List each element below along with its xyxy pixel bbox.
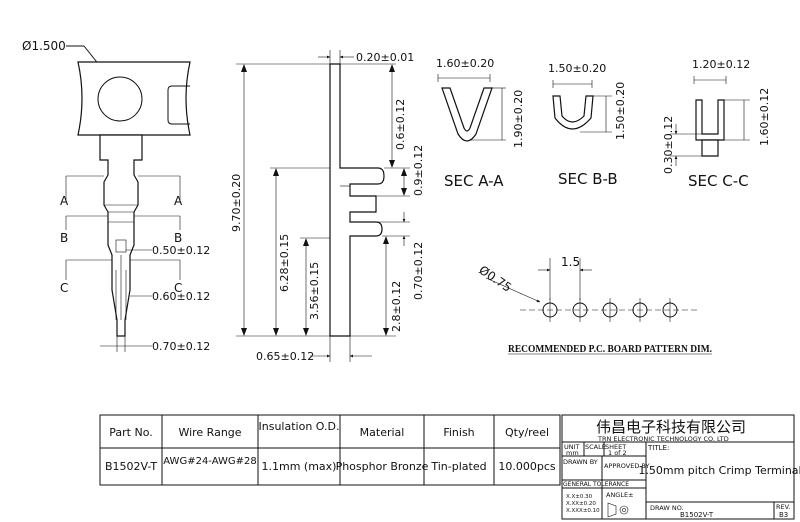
sec-c-extra: 0.30±0.12 — [662, 116, 675, 174]
draw-no-value: B1502V-T — [680, 511, 714, 519]
sec-a-height: 1.90±0.20 — [512, 90, 525, 148]
draw-no-label: DRAW NO. — [650, 504, 684, 512]
front-width-3: 0.70±0.12 — [152, 340, 210, 353]
top-dim-2: 0.9±0.12 — [412, 145, 425, 196]
cell-wire-range: AWG#24-AWG#28 — [163, 456, 256, 467]
header-material: Material — [360, 426, 405, 439]
sec-a-width: 1.60±0.20 — [436, 57, 494, 70]
unit-value: mm — [566, 449, 579, 457]
front-view: Ø1.500 A A B B C C — [22, 39, 210, 353]
tol-2: X.XX±0.20 — [566, 501, 596, 507]
title-value: 1.50mm pitch Crimp Terminal — [638, 464, 800, 477]
section-c-c: 1.20±0.12 1.60±0.12 0.30±0.12 SEC C-C — [662, 58, 771, 190]
pcb-hole-dia: Ø0.75 — [476, 263, 514, 295]
rev-label: REV. — [776, 503, 790, 511]
pcb-pattern: 1.5 Ø0.75 RECOMMENDED P.C. BOARD PATTERN… — [476, 255, 712, 355]
top-dim: 0.6±0.12 — [394, 99, 407, 150]
cell-part-no: B1502V-T — [105, 460, 157, 473]
pcb-pitch: 1.5 — [561, 255, 580, 269]
sheet-value: 1 of 2 — [608, 449, 627, 457]
side-view: 0.20±0.01 9.70±0.20 6.28±0.15 3.56±0.15 … — [230, 50, 425, 363]
front-width-2: 0.60±0.12 — [152, 290, 210, 303]
cell-material: Phosphor Bronze — [336, 460, 429, 473]
header-qty-reel: Qty/reel — [505, 426, 549, 439]
angle-tolerance-label: ANGLE± — [606, 491, 634, 499]
rev-value: B3 — [779, 511, 788, 519]
tol-1: X.X±0.30 — [566, 494, 593, 500]
sec-c-width: 1.20±0.12 — [692, 58, 750, 71]
sheet-label: SHEET — [605, 443, 626, 451]
scale-label: SCALE — [585, 443, 606, 451]
cell-qty-reel: 10.000pcs — [498, 460, 556, 473]
section-mark-a-left: A — [60, 194, 69, 208]
section-mark-b-left: B — [60, 231, 68, 245]
company-en: TRN ELECTRONIC TECHNOLOGY CO. LTD — [597, 435, 729, 443]
title-label: TITLE: — [647, 444, 669, 452]
drawn-by-label: DRAWN BY — [563, 458, 598, 466]
bottom-length-dim: 2.8±0.12 — [390, 281, 403, 332]
header-finish: Finish — [443, 426, 474, 439]
mid-length-dim: 6.28±0.15 — [278, 234, 291, 292]
hole-diameter-label: Ø1.500 — [22, 39, 66, 53]
sec-b-height: 1.50±0.20 — [614, 82, 627, 140]
tab-dim: 0.70±0.12 — [412, 242, 425, 300]
lower-length-dim: 3.56±0.15 — [308, 262, 321, 320]
approved-by-label: APPROVED BY — [604, 462, 650, 470]
sec-a-label: SEC A-A — [444, 172, 504, 190]
sec-c-label: SEC C-C — [688, 172, 749, 190]
spec-table: Part No. Wire Range Insulation O.D. Mate… — [99, 414, 561, 486]
cell-insulation: 1.1mm (max) — [262, 460, 337, 473]
total-length-dim: 9.70±0.20 — [230, 174, 243, 232]
header-wire-range: Wire Range — [178, 426, 241, 439]
unit-label: UNIT — [564, 443, 580, 451]
title-block: 伟昌电子科技有限公司 TRN ELECTRONIC TECHNOLOGY CO.… — [561, 414, 800, 520]
general-tolerance-label: GENERAL TOLERANCE — [563, 481, 629, 488]
header-part-no: Part No. — [109, 426, 152, 439]
sec-b-width: 1.50±0.20 — [548, 62, 606, 75]
sec-c-height: 1.60±0.12 — [758, 88, 771, 146]
cell-finish: Tin-plated — [430, 460, 486, 473]
section-mark-c-left: C — [60, 281, 68, 295]
pcb-caption: RECOMMENDED P.C. BOARD PATTERN DIM. — [508, 344, 712, 355]
thickness-dim: 0.20±0.01 — [356, 51, 414, 64]
section-mark-a-right: A — [174, 194, 183, 208]
section-mark-b-right: B — [174, 231, 182, 245]
company-cn: 伟昌电子科技有限公司 — [596, 418, 746, 436]
front-width-1: 0.50±0.12 — [152, 244, 210, 257]
base-width-dim: 0.65±0.12 — [256, 350, 314, 363]
projection-symbol-icon — [607, 502, 629, 518]
tol-3: X.XXX±0.10 — [566, 508, 600, 514]
section-b-b: 1.50±0.20 1.50±0.20 SEC B-B — [548, 62, 627, 188]
section-mark-c-right: C — [174, 281, 182, 295]
header-insulation-text: Insulation O.D. — [259, 420, 340, 433]
section-a-a: 1.60±0.20 1.90±0.20 SEC A-A — [436, 57, 525, 190]
sec-b-label: SEC B-B — [558, 170, 618, 188]
header-insulation: Insulation O.D. — [259, 420, 340, 433]
